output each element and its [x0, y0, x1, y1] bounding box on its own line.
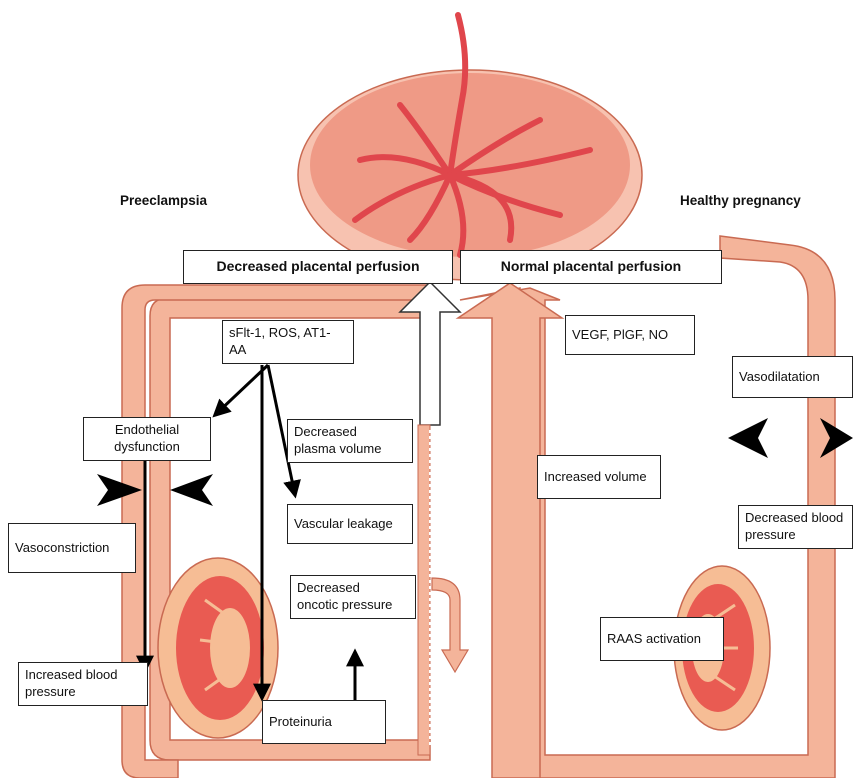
preeclampsia-factors-label: sFlt-1, ROS, AT1-AA [222, 320, 354, 364]
vasoconstriction-right-arrow [170, 474, 213, 506]
healthy-factors-label: VEGF, PlGF, NO [565, 315, 695, 355]
proteinuria-label: Proteinuria [262, 700, 386, 744]
vasodilatation-label: Vasodilatation [732, 356, 853, 398]
decreased-perfusion-box: Decreased placental perfusion [183, 250, 453, 284]
endothelial-line2: dysfunction [90, 439, 204, 456]
endothelial-line1: Endothelial [90, 422, 204, 439]
left-bp-line1: Increased blood [25, 667, 141, 684]
left-bp-line2: pressure [25, 684, 141, 701]
oncotic-line1: Decreased [297, 580, 409, 597]
decreased-plasma-volume-label: Decreased plasma volume [287, 419, 413, 463]
vasoconstriction-label: Vasoconstriction [8, 523, 136, 573]
healthy-pregnancy-header: Healthy pregnancy [680, 193, 801, 208]
right-bp-line1: Decreased blood [745, 510, 846, 527]
placenta-inner [310, 73, 630, 257]
decreased-blood-pressure-label: Decreased blood pressure [738, 505, 853, 549]
plasma-line2: plasma volume [294, 441, 406, 458]
plasma-line1: Decreased [294, 424, 406, 441]
raas-activation-label: RAAS activation [600, 617, 724, 661]
endothelial-dysfunction-label: Endothelial dysfunction [83, 417, 211, 461]
increased-blood-pressure-label: Increased blood pressure [18, 662, 148, 706]
vascular-leakage-label: Vascular leakage [287, 504, 413, 544]
vasodilatation-left-arrow [728, 418, 768, 458]
preeclampsia-header: Preeclampsia [120, 193, 207, 208]
increased-volume-arrow [458, 283, 562, 778]
central-vessel-segment [418, 425, 430, 755]
normal-perfusion-box: Normal placental perfusion [460, 250, 722, 284]
decreased-oncotic-pressure-label: Decreased oncotic pressure [290, 575, 416, 619]
leak-arrow [432, 578, 468, 672]
perfusion-up-arrow [400, 282, 460, 425]
increased-volume-label: Increased volume [537, 455, 661, 499]
left-kidney [158, 558, 278, 738]
right-bp-line2: pressure [745, 527, 846, 544]
oncotic-line2: oncotic pressure [297, 597, 409, 614]
